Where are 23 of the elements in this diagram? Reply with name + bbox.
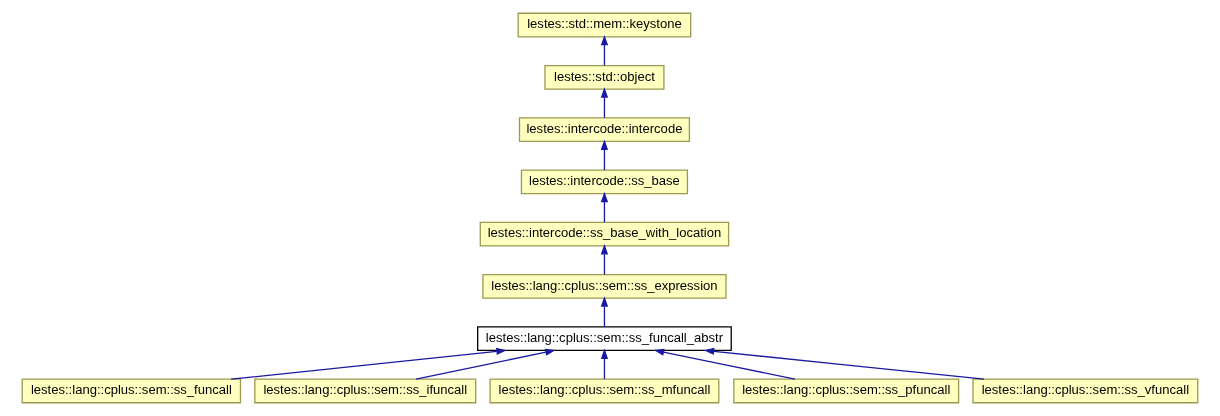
node-box: lestes::lang::cplus::sem::ss_mfuncall bbox=[489, 378, 720, 404]
node-box: lestes::lang::cplus::sem::ss_vfuncall bbox=[972, 378, 1199, 404]
arrow bbox=[600, 244, 609, 276]
arrow bbox=[703, 347, 985, 380]
node-box: lestes::lang::cplus::sem::ss_expression bbox=[482, 274, 727, 299]
node-box: lestes::std::mem::keystone bbox=[517, 12, 692, 38]
arrow bbox=[600, 34, 609, 67]
arrow bbox=[600, 191, 609, 223]
arrow bbox=[600, 139, 609, 171]
arrow bbox=[230, 347, 507, 380]
arrow bbox=[600, 87, 609, 119]
node-box: lestes::lang::cplus::sem::ss_funcall_abstr bbox=[477, 326, 732, 352]
node-box: lestes::intercode::intercode bbox=[518, 117, 691, 142]
arrow bbox=[415, 348, 556, 380]
node-box: lestes::lang::cplus::sem::ss_funcall bbox=[21, 378, 242, 404]
node-box: lestes::intercode::ss_base_with_location bbox=[479, 221, 730, 247]
arrow bbox=[600, 296, 609, 328]
arrow bbox=[653, 348, 796, 380]
node-box: lestes::std::object bbox=[544, 64, 665, 90]
node-box: lestes::intercode::ss_base bbox=[520, 169, 689, 195]
node-box: lestes::lang::cplus::sem::ss_ifuncall bbox=[254, 378, 477, 404]
arrow bbox=[600, 348, 609, 380]
node-box: lestes::lang::cplus::sem::ss_pfuncall bbox=[733, 378, 960, 404]
